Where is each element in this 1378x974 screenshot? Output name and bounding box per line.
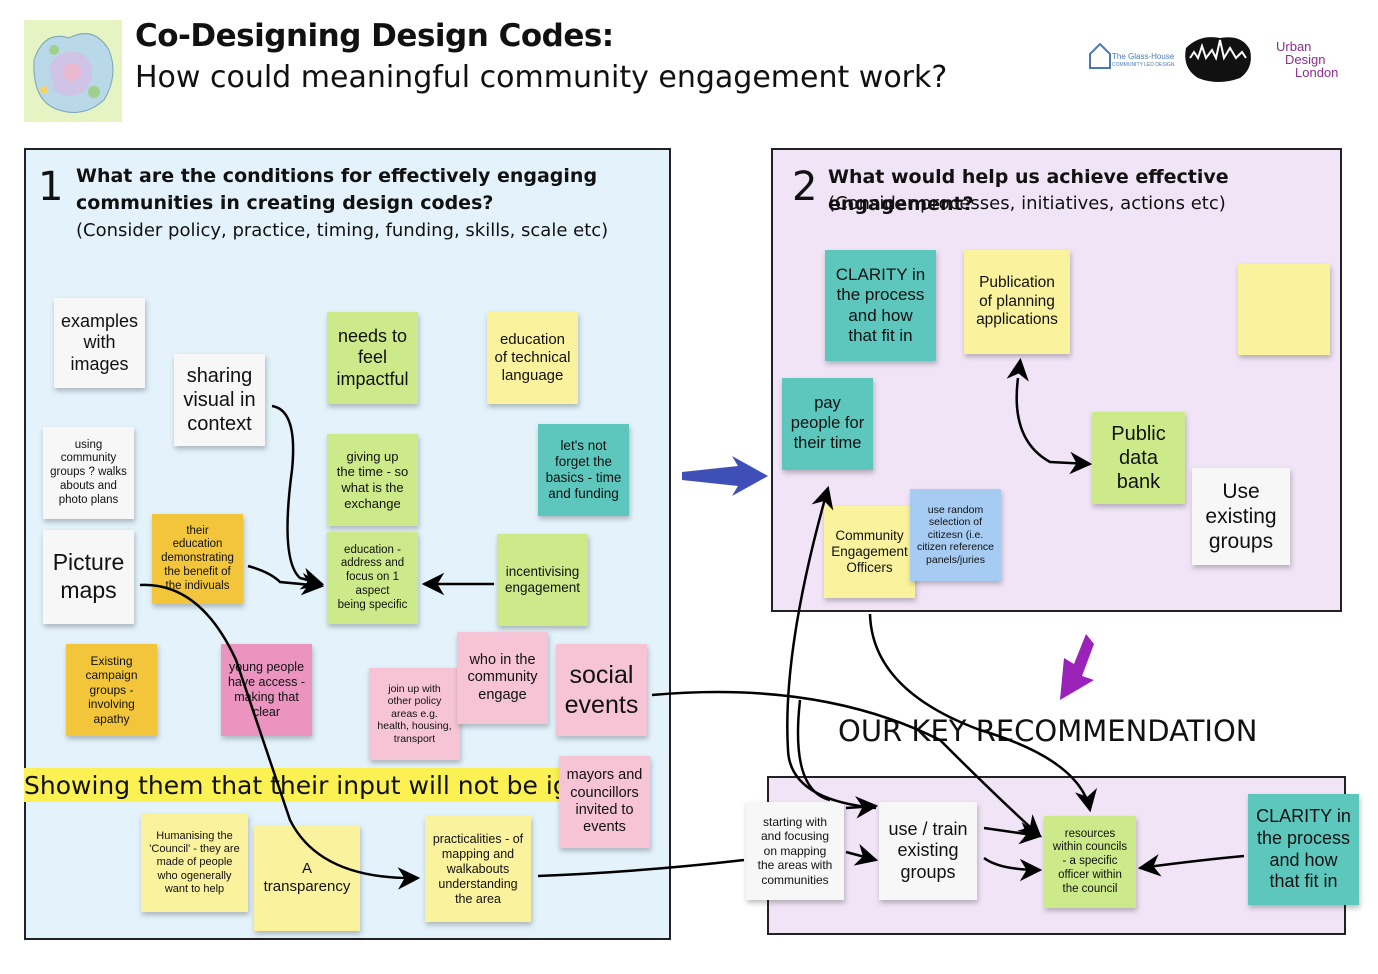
sticky-note: resources within councils - a specific o… <box>1044 816 1136 908</box>
sticky-note: Existing campaign groups - involving apa… <box>66 644 157 736</box>
sticky-note: using community groups ? walks abouts an… <box>43 427 134 519</box>
empty-sticky-note <box>1238 264 1330 355</box>
section-1-title-line-1: What are the conditions for effectively … <box>76 165 598 187</box>
arrow-clarity-to-resources <box>1137 854 1245 877</box>
sticky-note: practicalities - of mapping and walkabou… <box>425 816 531 922</box>
glasshouse-logo-tagline: COMMUNITY LED DESIGN <box>1112 62 1175 68</box>
map-thumbnail <box>24 20 122 122</box>
section-1-subtitle: (Consider policy, practice, timing, fund… <box>76 220 609 241</box>
sticky-note: Picture maps <box>43 530 134 624</box>
key-recommendation-heading: OUR KEY RECOMMENDATION <box>838 714 1258 748</box>
sticky-note: pay people for their time <box>782 378 873 470</box>
section-2-title: What would help us achieve effective eng… <box>828 166 1229 215</box>
page-subtitle: How could meaningful community engagemen… <box>135 60 948 95</box>
sticky-note: education - address and focus on 1 aspec… <box>327 532 418 624</box>
arrow-train-to-resources-2 <box>983 856 1043 882</box>
arrow-social-events-to-resources <box>651 690 1042 838</box>
sticky-note: education of technical language <box>487 312 578 404</box>
arrow-picture-maps-to-practicalities <box>139 583 421 890</box>
sticky-note: incentivising engagement <box>497 534 588 626</box>
arrow-publication-to-databank <box>1006 357 1093 475</box>
london-skyline-logo <box>1180 28 1256 84</box>
sticky-note: Community Engagement Officers <box>824 506 915 598</box>
sticky-note: giving up the time - so what is the exch… <box>327 434 418 526</box>
arrow-train-to-resources <box>983 821 1043 845</box>
udl-logo-line-design: Design <box>1285 52 1326 67</box>
section-1-title-line-2: communities in creating design codes? <box>76 192 494 214</box>
sticky-note: use / train existing groups <box>879 802 977 900</box>
sticky-note: CLARITY in the process and how that fit … <box>825 250 936 361</box>
arrow-their-education-to-education <box>247 564 325 596</box>
sticky-note: Publication of planning applications <box>964 250 1070 354</box>
sticky-note: CLARITY in the process and how that fit … <box>1248 794 1359 905</box>
arrow-start-to-pay <box>796 699 831 802</box>
udl-logo-line-urban: Urban <box>1276 39 1312 54</box>
sticky-note: social events <box>556 644 647 736</box>
sticky-note: who in the community engage <box>457 632 548 724</box>
sticky-note: mayors and councillors invited to events <box>559 756 650 848</box>
blue-arrow <box>682 456 768 496</box>
sticky-note: starting with and focusing on mapping th… <box>746 802 844 900</box>
highlight-banner: Showing them that their input will not b… <box>24 768 641 802</box>
sticky-note: Use existing groups <box>1192 468 1290 565</box>
arrow-mapping-to-train <box>845 796 879 819</box>
glasshouse-logo-name: The Glass-House <box>1112 52 1175 61</box>
section-2-number: 2 <box>792 164 818 210</box>
udl-logo-line-london: London <box>1295 65 1339 80</box>
page-title: Co-Designing Design Codes: <box>135 18 614 54</box>
sticky-note: Humanising the 'Council' - they are made… <box>141 814 248 912</box>
glasshouse-logo: The Glass-House COMMUNITY LED DESIGN <box>1088 42 1174 72</box>
arrow-panel2-to-resources <box>868 613 1098 813</box>
sticky-note: sharing visual in context <box>174 354 265 446</box>
sticky-note: needs to feel impactful <box>327 312 418 404</box>
purple-arrow <box>1060 634 1094 700</box>
sticky-note: let's not forget the basics - time and f… <box>538 424 629 516</box>
sticky-note: join up with other policy areas e.g. hea… <box>369 668 460 760</box>
arrow-sharing-to-education <box>271 404 325 590</box>
arrow-practicalities-to-mapping <box>537 858 745 878</box>
section-2-subtitle: (Consider processes, initiatives, action… <box>828 193 1226 214</box>
urban-design-london-logo: Urban Design London <box>1276 40 1346 79</box>
sticky-note: examples with images <box>54 298 145 388</box>
arrow-mapping-to-train-2 <box>845 843 879 866</box>
section-1-number: 1 <box>38 164 64 210</box>
sticky-note: Public data bank <box>1092 412 1185 504</box>
sticky-note: use random selection of citizesn (i.e. c… <box>910 489 1001 581</box>
arrow-recommendation-to-pay <box>786 485 877 810</box>
